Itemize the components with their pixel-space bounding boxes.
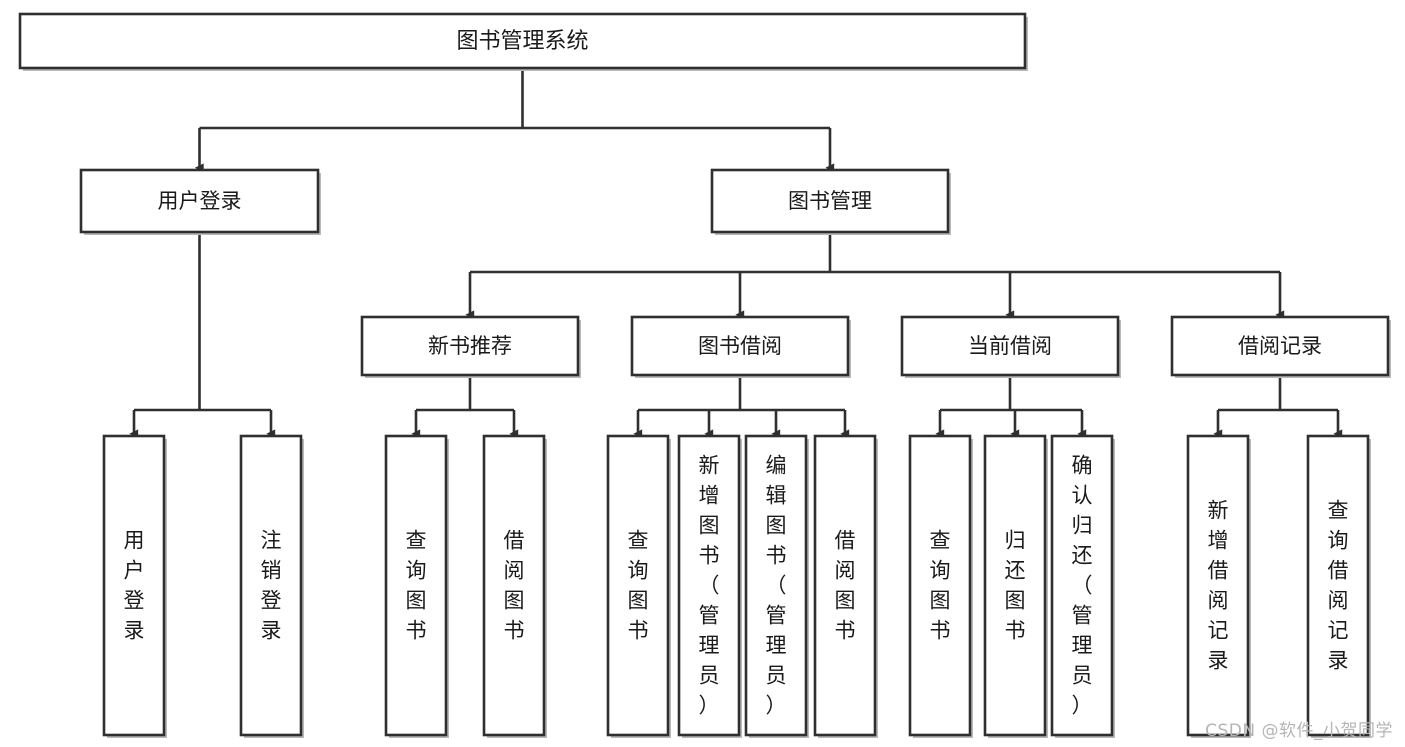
node-label: 新增图书（管理员） <box>699 454 720 718</box>
node-user-login[interactable]: 用户登录 <box>79 168 321 235</box>
node-leaf-query-book-2[interactable]: 查询图书 <box>606 434 671 738</box>
node-leaf-add-record[interactable]: 新增借阅记录 <box>1186 434 1251 738</box>
node-label: 当前借阅 <box>968 334 1052 358</box>
node-label: 借阅图书 <box>504 529 525 643</box>
node-leaf-query-book-1[interactable]: 查询图书 <box>384 434 449 738</box>
watermark-text: CSDN @软件_小贺同学 <box>1205 721 1393 741</box>
node-label: 确认归还（管理员） <box>1072 454 1093 718</box>
node-leaf-borrow-book-1[interactable]: 借阅图书 <box>482 434 547 738</box>
node-label: 用户登录 <box>124 529 145 643</box>
node-label: 图书管理系统 <box>456 29 588 54</box>
node-leaf-query-record[interactable]: 查询借阅记录 <box>1306 434 1371 738</box>
node-label: 图书借阅 <box>698 334 782 358</box>
node-book-borrow[interactable]: 图书借阅 <box>630 315 851 378</box>
node-leaf-query-book-3[interactable]: 查询图书 <box>908 434 973 738</box>
node-label: 图书管理 <box>788 189 872 213</box>
node-borrow-record[interactable]: 借阅记录 <box>1170 315 1391 378</box>
node-label: 借阅图书 <box>835 529 856 643</box>
node-leaf-logout[interactable]: 注销登录 <box>239 434 304 738</box>
node-label: 编辑图书（管理员） <box>766 454 787 718</box>
node-label: 归还图书 <box>1005 529 1026 643</box>
node-leaf-borrow-book-2[interactable]: 借阅图书 <box>813 434 878 738</box>
node-new-book-recommend[interactable]: 新书推荐 <box>360 315 581 378</box>
node-boxes: 图书管理系统用户登录图书管理新书推荐图书借阅当前借阅借阅记录用户登录注销登录查询… <box>18 12 1391 738</box>
node-current-borrow[interactable]: 当前借阅 <box>900 315 1121 378</box>
node-book-manage[interactable]: 图书管理 <box>710 168 951 235</box>
connector-edges <box>129 68 1343 439</box>
node-label: 查询图书 <box>930 529 951 643</box>
node-label: 新书推荐 <box>428 334 512 358</box>
node-leaf-edit-book[interactable]: 编辑图书（管理员） <box>744 434 809 738</box>
node-label: 查询图书 <box>628 529 649 643</box>
node-label: 查询图书 <box>406 529 427 643</box>
node-leaf-confirm-return[interactable]: 确认归还（管理员） <box>1050 434 1115 738</box>
node-label: 查询借阅记录 <box>1328 499 1349 673</box>
node-leaf-add-book[interactable]: 新增图书（管理员） <box>677 434 742 738</box>
node-leaf-user-login[interactable]: 用户登录 <box>102 434 167 738</box>
node-root[interactable]: 图书管理系统 <box>18 12 1028 71</box>
node-label: 用户登录 <box>158 189 242 213</box>
node-label: 新增借阅记录 <box>1208 499 1229 673</box>
node-label: 借阅记录 <box>1238 334 1322 358</box>
node-leaf-return-book[interactable]: 归还图书 <box>983 434 1048 738</box>
node-label: 注销登录 <box>261 529 282 643</box>
